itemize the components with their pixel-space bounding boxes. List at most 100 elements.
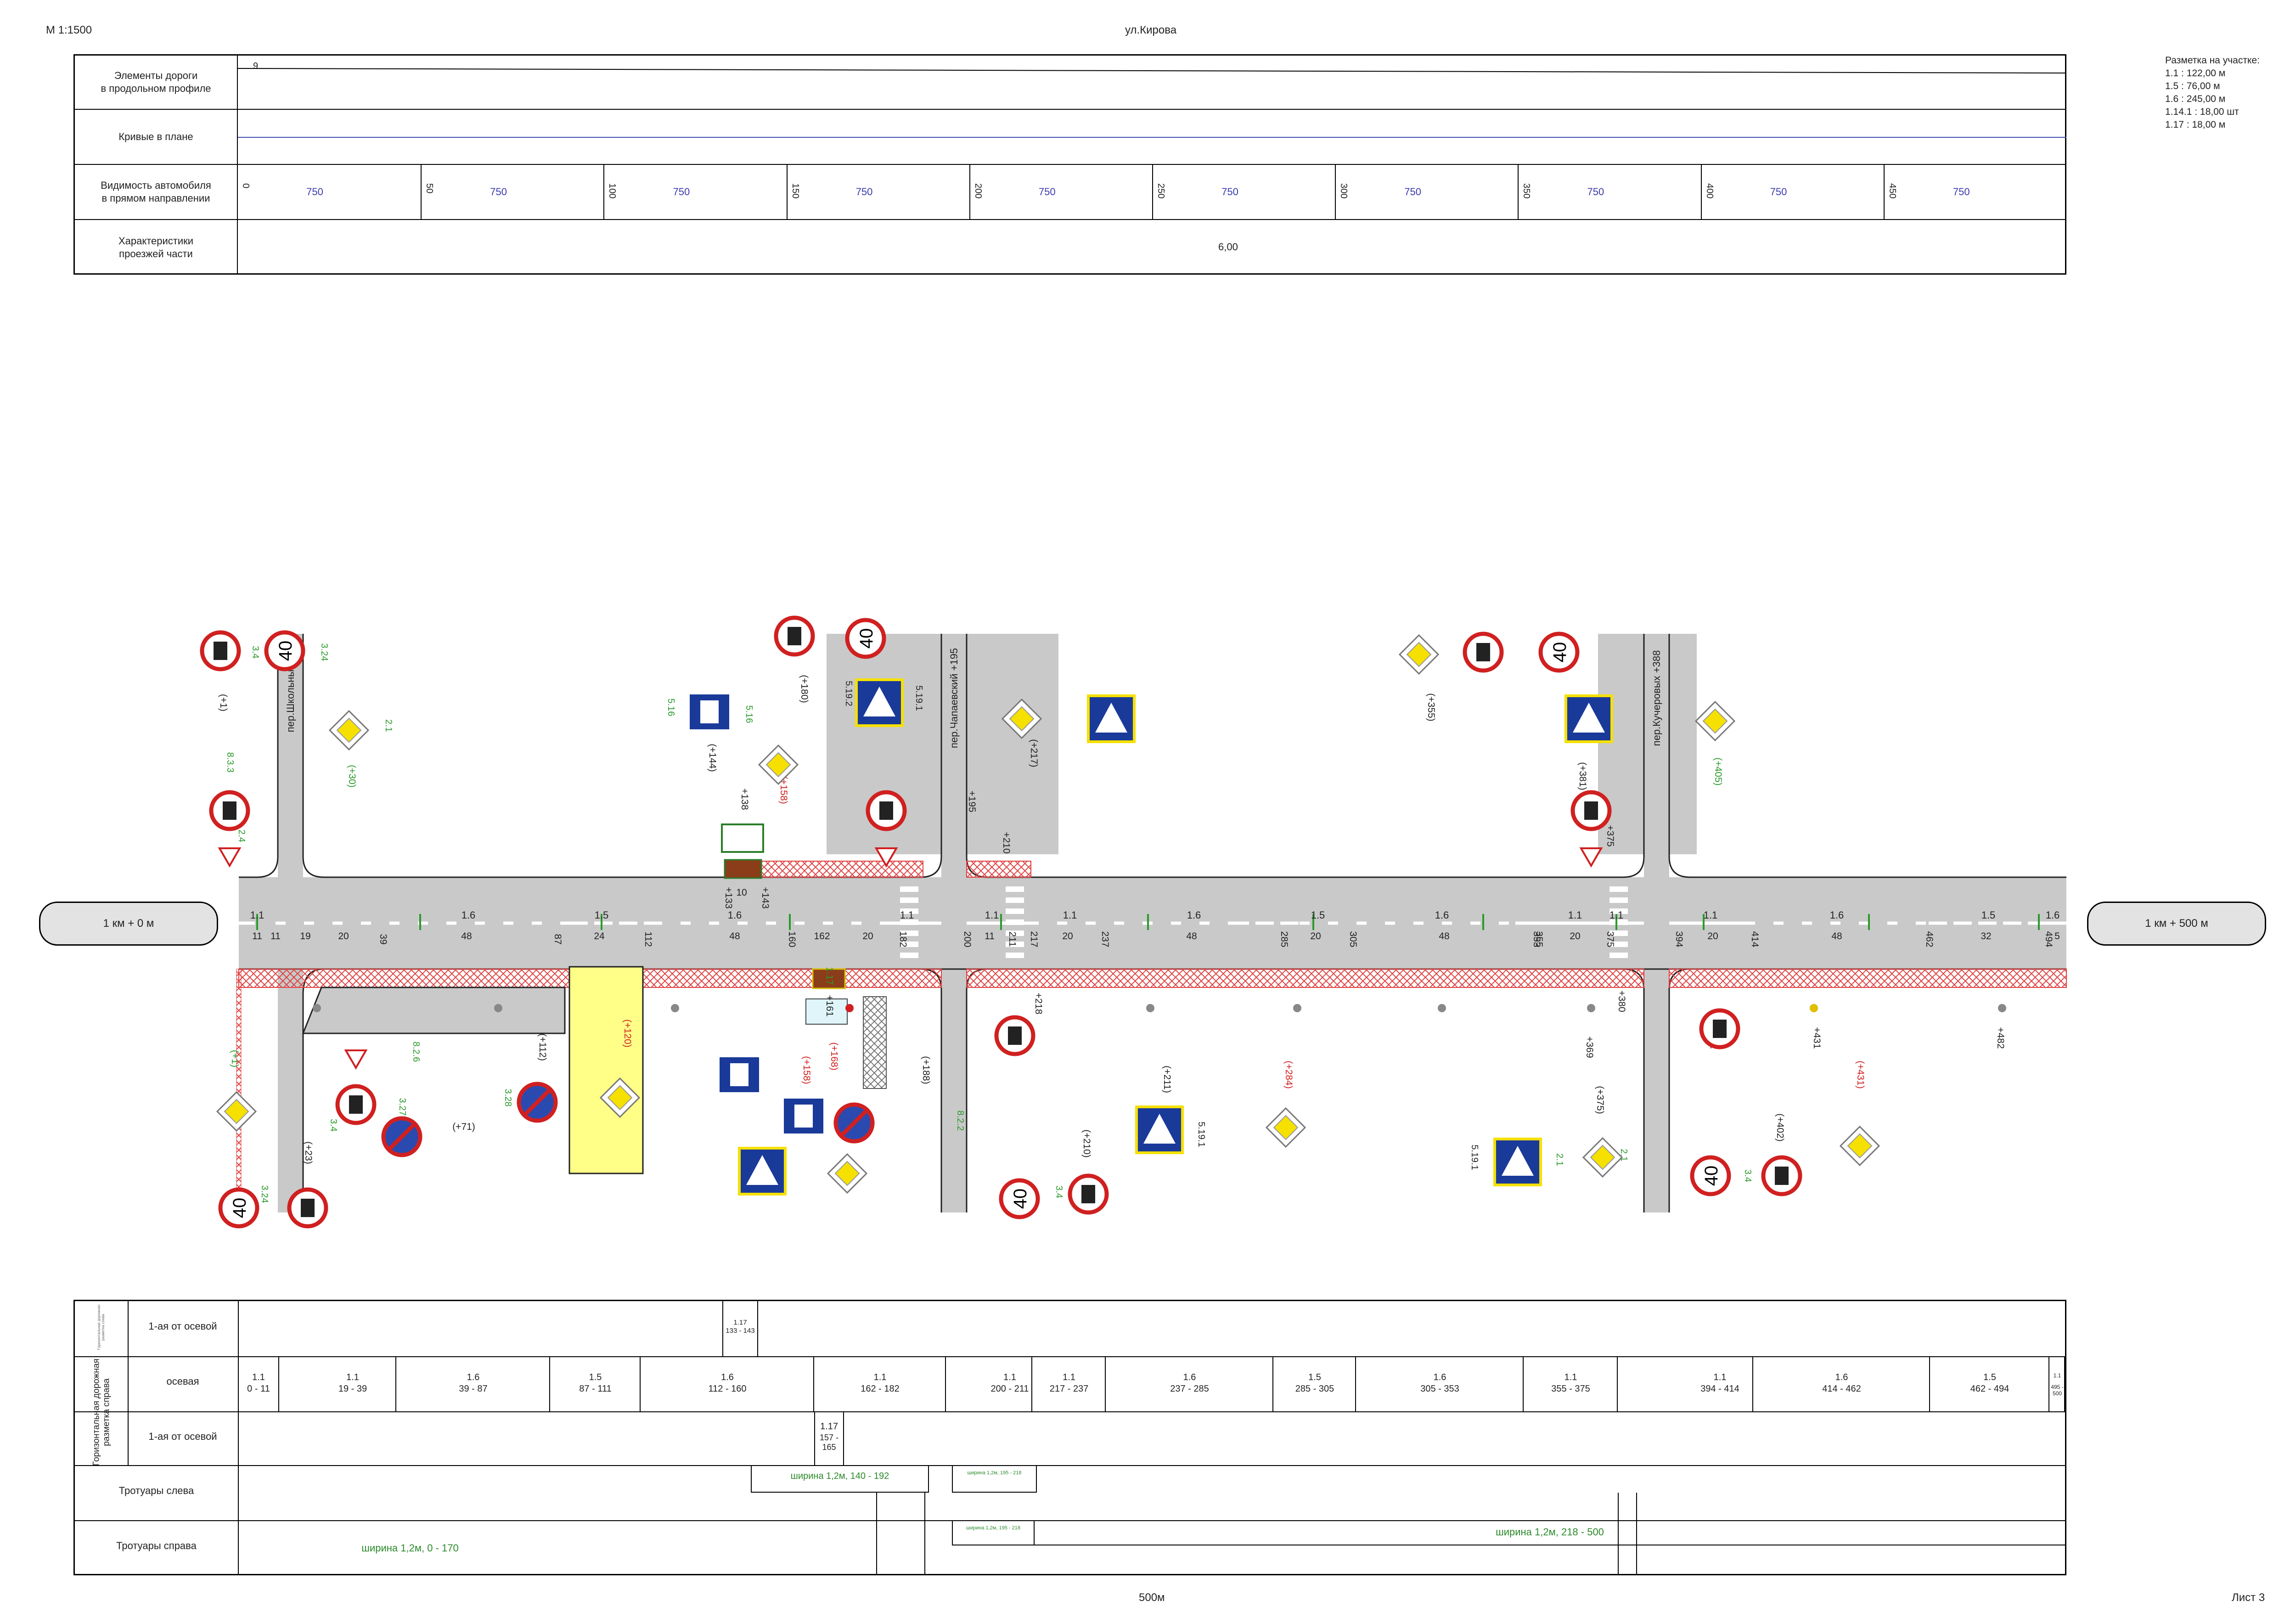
sign-number-label: 2.1	[1554, 1153, 1564, 1166]
table-col-divider	[128, 1301, 129, 1465]
marking-mark: 1.5	[1308, 1372, 1321, 1382]
sign-number-label: 8.3.3	[225, 752, 235, 773]
road-mark-label: 1.6	[2046, 909, 2060, 921]
crosswalk-stripe	[900, 930, 918, 936]
sign-number-label: 3.4	[1054, 1185, 1064, 1198]
marking-cell	[722, 1301, 758, 1356]
sign-number-label: 3.28	[503, 1089, 513, 1107]
side-street-kucherov-corner	[1669, 634, 1697, 854]
legend-item: 1.14.1 : 18,00 шт	[2165, 107, 2239, 117]
marking-mark: 1.5	[589, 1372, 602, 1382]
sign-number-label: 3.4	[250, 646, 260, 659]
truck-icon	[1008, 1026, 1022, 1045]
sidewalk-cell	[952, 1520, 1035, 1545]
sign-post-marker	[1438, 1004, 1446, 1012]
position-callout: +482	[1995, 1027, 2006, 1049]
position-callout: +195	[967, 790, 977, 812]
bus-stop-pavilion	[812, 968, 846, 989]
sign-number-label: 8.2.2	[955, 1111, 965, 1131]
truck-icon	[301, 1199, 315, 1217]
road-mark-label: 1.1	[250, 909, 264, 921]
position-callout: (+210)	[1081, 1129, 1092, 1157]
chainage-label: 48	[1186, 931, 1197, 942]
speed-limit-value: 40	[230, 1198, 250, 1218]
position-callout: (+381)	[1577, 762, 1588, 790]
row-label: осевая	[166, 1376, 199, 1387]
crosswalk-stripe	[900, 919, 918, 925]
marking-range: 19 - 39	[338, 1384, 367, 1394]
chainage-label: 32	[1981, 931, 1991, 942]
sidewalk-text: ширина 1,2м, 0 - 170	[361, 1542, 459, 1554]
position-callout: (+144)	[707, 744, 718, 772]
speed-limit-sign-icon	[999, 1178, 1040, 1219]
table-row-divider	[75, 1465, 2065, 1466]
road-mark-label: 1.1	[985, 909, 999, 921]
truck-icon	[1476, 643, 1490, 661]
sign-post-marker	[1587, 1004, 1595, 1012]
parking-area	[302, 987, 566, 1034]
sign-post-marker	[494, 1004, 502, 1012]
speed-limit-sign-icon	[845, 618, 886, 659]
sidewalk-text: ширина 1,2м, 195 - 218	[967, 1470, 1022, 1476]
sign-post-marker	[1293, 1004, 1301, 1012]
sign-number-label: 3.4	[328, 1119, 338, 1132]
sign-number-label: 5.19.1	[1469, 1145, 1480, 1170]
marking-range: 355 - 375	[1551, 1384, 1590, 1394]
row-label: Тротуары слева	[118, 1485, 194, 1496]
truck-icon	[214, 642, 227, 660]
sign-post-marker	[1146, 1004, 1154, 1012]
marking-range: 133 - 143	[726, 1327, 755, 1335]
chainage-label: 11	[270, 931, 281, 942]
chainage-label: 48	[1439, 931, 1449, 942]
chainage-label: 462	[1924, 931, 1935, 947]
legend-item: 1.1 : 122,00 м	[2165, 68, 2226, 79]
sign-post-marker	[1810, 1004, 1818, 1012]
sign-post-marker	[845, 1004, 854, 1012]
marking-cell	[1273, 1356, 1356, 1411]
position-callout: +133	[723, 887, 734, 908]
speed-limit-sign-icon	[1690, 1155, 1731, 1196]
position-callout: (+431)	[1855, 1060, 1866, 1088]
km-start-marker: 1 км + 0 м	[39, 902, 218, 946]
table-col-divider	[238, 1301, 239, 1574]
sign-number-label: 3.24	[319, 643, 329, 661]
road-mark-label: 1.6	[1187, 909, 1201, 921]
marking-cell	[1032, 1356, 1106, 1411]
visibility-value: 750	[1953, 186, 1970, 197]
chainage-label: 162	[814, 931, 830, 942]
road-mark-label: 1.1	[1063, 909, 1077, 921]
profile-table: Элементы дороги в продольном профиле 9 К…	[73, 54, 2066, 275]
give-way-sign-icon	[218, 847, 242, 868]
sign-number-label: 1.17	[824, 967, 834, 985]
marking-mark: 1.1	[2053, 1372, 2061, 1379]
sign-number-label: 5.19.2	[844, 681, 854, 706]
marking-cell	[2049, 1356, 2065, 1411]
marking-cell	[238, 1356, 279, 1411]
crosswalk-stripe	[900, 886, 918, 892]
legend-item: 1.6 : 245,00 м	[2165, 94, 2226, 104]
chainage-label: 353	[1531, 931, 1542, 947]
street-title: ул.Кирова	[1125, 24, 1177, 36]
marking-cell	[1687, 1356, 1753, 1411]
chainage-label: 11	[985, 931, 995, 942]
marking-range: 394 - 414	[1700, 1384, 1739, 1394]
sidewalk-right	[966, 969, 1644, 988]
row-label: Характеристики проезжей части	[75, 220, 238, 275]
truck-icon	[1713, 1020, 1727, 1038]
marking-mark: 1.5	[1983, 1372, 1996, 1382]
side-street-school-south	[278, 969, 303, 1212]
crosswalk-stripe	[1006, 919, 1024, 925]
position-callout: (+217)	[1029, 739, 1039, 767]
bus-stop-sign-icon	[721, 823, 764, 853]
marking-mark: 1.6	[1433, 1372, 1446, 1382]
bus-stop-pavilion	[724, 859, 762, 879]
row-label: 1-ая от осевой	[148, 1320, 217, 1332]
marking-mark: 1.17	[733, 1319, 747, 1326]
sign-number-label: 8.2.6	[411, 1042, 421, 1062]
chainage-label: 355	[1534, 931, 1544, 947]
carriageway-width: 6,00	[1218, 241, 1238, 253]
chainage-label: 24	[594, 931, 605, 942]
sign-number-label: 5.19.1	[914, 685, 924, 711]
